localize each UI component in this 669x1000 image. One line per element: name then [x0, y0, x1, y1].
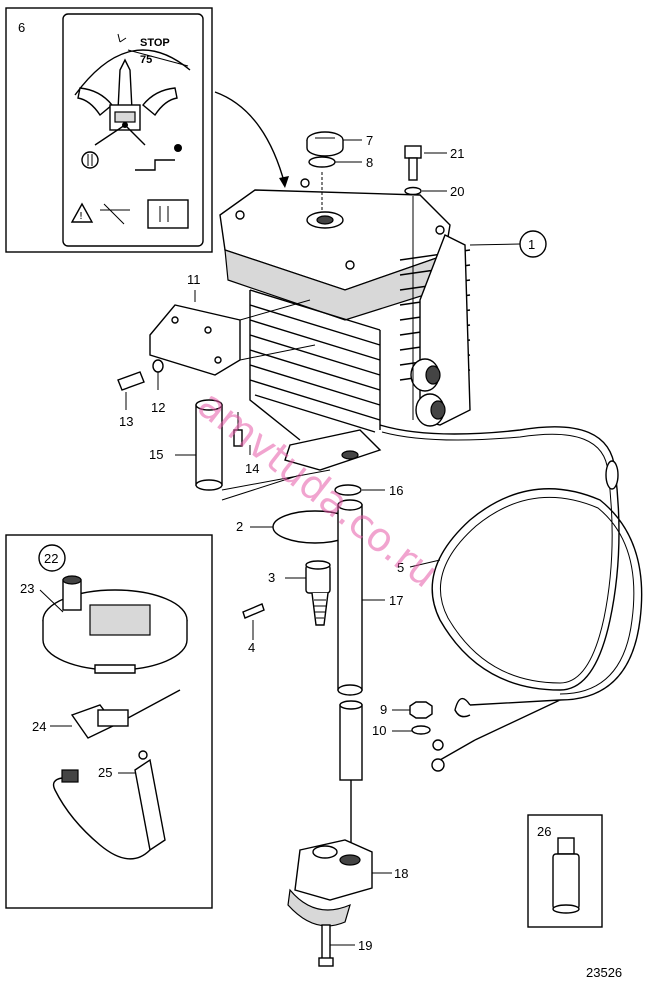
svg-text:!: !	[79, 211, 83, 222]
callout-21: 21	[450, 146, 464, 161]
callout-7: 7	[366, 133, 373, 148]
cylinder-15	[195, 399, 331, 501]
part-3	[305, 560, 331, 626]
screw-19	[321, 924, 331, 961]
cable-harness	[379, 424, 643, 772]
callout-9: 9	[380, 702, 387, 717]
figure-number: 23526	[586, 965, 622, 980]
callout-8: 8	[366, 155, 373, 170]
angle-label: 75	[140, 54, 152, 66]
callout-12: 12	[151, 400, 165, 415]
washer-10	[411, 725, 431, 735]
nut-9	[409, 701, 433, 719]
callout-11: 11	[187, 272, 201, 287]
callout-13: 13	[119, 414, 133, 429]
callout-2: 2	[236, 519, 243, 534]
pin-4	[242, 603, 265, 619]
washer-12	[152, 359, 164, 373]
inset-26-number: 26	[537, 824, 551, 839]
inset-6-number: 6	[18, 20, 25, 35]
stop-label: STOP	[140, 37, 170, 49]
callout-4: 4	[248, 640, 255, 655]
inset-6-panel: 6 STOP 75 !	[5, 7, 213, 253]
callout-19: 19	[358, 938, 372, 953]
inset-26-panel: 26	[527, 814, 603, 928]
callout-23: 23	[20, 581, 34, 596]
callout-14: 14	[245, 461, 259, 476]
washer-20	[404, 186, 422, 196]
callout-25: 25	[98, 765, 112, 780]
callout-15: 15	[149, 447, 163, 462]
o-ring-16	[334, 484, 362, 496]
callout-1: 1	[528, 237, 535, 252]
inset-22-panel: 22	[5, 534, 213, 909]
callout-24: 24	[32, 719, 46, 734]
governor-unit	[219, 178, 471, 471]
callout-3: 3	[268, 570, 275, 585]
inset-22-number: 22	[44, 551, 58, 566]
callout-20: 20	[450, 184, 464, 199]
callout-17: 17	[389, 593, 403, 608]
actuator-18	[287, 700, 373, 927]
screw-21-head	[404, 145, 422, 159]
bolt-13	[117, 371, 145, 391]
inset-arrow	[214, 91, 286, 186]
leader-lines	[39, 139, 547, 946]
tube-17	[337, 499, 363, 696]
callout-numbers: 1 2 3 4 5 7 8 9 10 11 12 13 14 15 16 17 …	[20, 133, 622, 980]
callout-18: 18	[394, 866, 408, 881]
o-ring-8	[308, 156, 336, 168]
callout-5: 5	[397, 560, 404, 575]
callout-16: 16	[389, 483, 403, 498]
callout-10: 10	[372, 723, 386, 738]
